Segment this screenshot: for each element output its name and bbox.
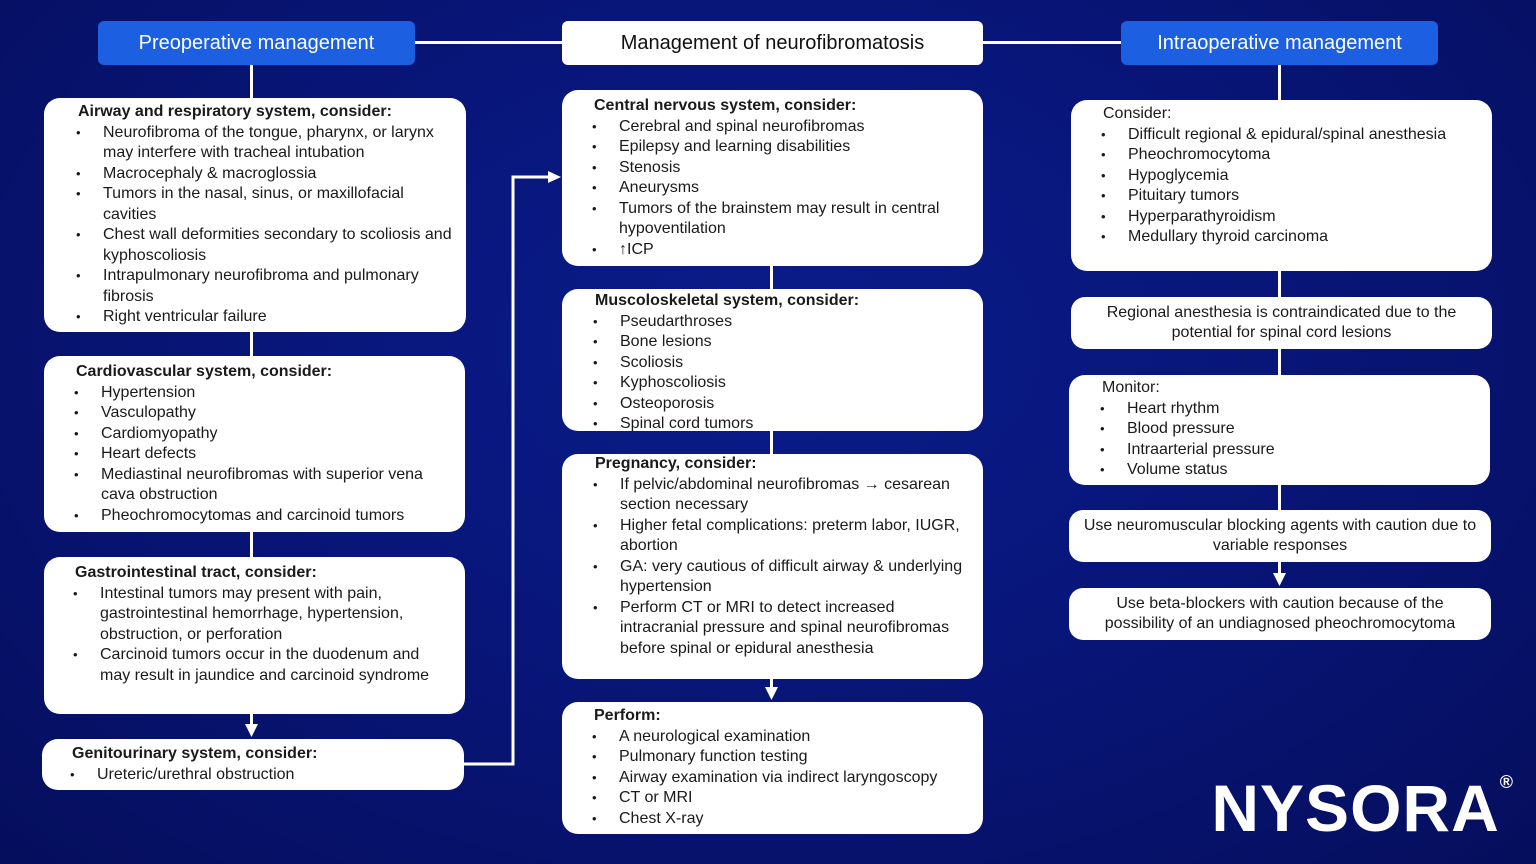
list-item: Right ventricular failure bbox=[76, 307, 454, 328]
list-item: Bone lesions bbox=[593, 332, 971, 353]
box-monitor: Monitor: Heart rhythm Blood pressure Int… bbox=[1069, 375, 1490, 485]
box-title: Cardiovascular system, consider: bbox=[76, 363, 333, 380]
list-item: Blood pressure bbox=[1100, 419, 1478, 440]
list-item: Heart defects bbox=[74, 444, 453, 465]
list-item: Heart rhythm bbox=[1100, 399, 1478, 420]
box-title: Monitor: bbox=[1102, 379, 1160, 396]
box-title: Genitourinary system, consider: bbox=[72, 745, 318, 762]
list-item: Pheochromocytomas and carcinoid tumors bbox=[74, 506, 453, 527]
list-item: Perform CT or MRI to detect increased in… bbox=[593, 598, 971, 660]
list-item: Hypertension bbox=[74, 383, 453, 404]
box-intraop-consider: Consider: Difficult regional & epidural/… bbox=[1071, 100, 1492, 271]
header-preoperative: Preoperative management bbox=[98, 21, 415, 65]
list-item: GA: very cautious of difficult airway & … bbox=[593, 557, 971, 598]
list-item: Kyphoscoliosis bbox=[593, 373, 971, 394]
list-item: Higher fetal complications: preterm labo… bbox=[593, 516, 971, 557]
list-item: Chest X-ray bbox=[592, 809, 971, 830]
list-item: Vasculopathy bbox=[74, 403, 453, 424]
list-item: A neurological examination bbox=[592, 727, 971, 748]
list-item: Airway examination via indirect laryngos… bbox=[592, 768, 971, 789]
box-gastrointestinal: Gastrointestinal tract, consider: Intest… bbox=[44, 557, 465, 714]
box-title: Muscoloskeletal system, consider: bbox=[595, 292, 860, 309]
list-item: Spinal cord tumors bbox=[593, 414, 971, 435]
list-item: Epilepsy and learning disabilities bbox=[592, 137, 971, 158]
box-genitourinary: Genitourinary system, consider: Ureteric… bbox=[42, 739, 464, 790]
list-item: Pseudarthroses bbox=[593, 312, 971, 333]
list-item: Carcinoid tumors occur in the duodenum a… bbox=[73, 645, 453, 686]
list-item: Macrocephaly & macroglossia bbox=[76, 164, 454, 185]
arrowhead-to-perform bbox=[765, 687, 778, 700]
list-item: Pheochromocytoma bbox=[1101, 145, 1480, 166]
box-airway-respiratory: Airway and respiratory system, consider:… bbox=[44, 98, 466, 332]
note-neuromuscular-blocking: Use neuromuscular blocking agents with c… bbox=[1069, 510, 1491, 562]
arrowhead-to-genitourinary bbox=[245, 724, 258, 737]
list-item: Tumors in the nasal, sinus, or maxillofa… bbox=[76, 184, 454, 225]
list-item: Cerebral and spinal neurofibromas bbox=[592, 117, 971, 138]
list-item: Tumors of the brainstem may result in ce… bbox=[592, 199, 971, 240]
note-beta-blockers: Use beta-blockers with caution because o… bbox=[1069, 588, 1491, 640]
header-main-title: Management of neurofibromatosis bbox=[562, 21, 983, 65]
list-item: Cardiomyopathy bbox=[74, 424, 453, 445]
box-perform: Perform: A neurological examination Pulm… bbox=[562, 702, 983, 834]
list-item: Hyperparathyroidism bbox=[1101, 207, 1480, 228]
list-item: Difficult regional & epidural/spinal ane… bbox=[1101, 125, 1480, 146]
arrowhead-to-beta-blockers bbox=[1273, 573, 1286, 586]
box-title: Central nervous system, consider: bbox=[594, 97, 857, 114]
list-item: Mediastinal neurofibromas with superior … bbox=[74, 465, 453, 506]
list-item: Intraarterial pressure bbox=[1100, 440, 1478, 461]
list-item: Chest wall deformities secondary to scol… bbox=[76, 225, 454, 266]
list-item: Neurofibroma of the tongue, pharynx, or … bbox=[76, 123, 454, 164]
box-title: Airway and respiratory system, consider: bbox=[78, 103, 392, 120]
connector-header-right bbox=[982, 41, 1122, 44]
list-item: Aneurysms bbox=[592, 178, 971, 199]
list-item: Intrapulmonary neurofibroma and pulmonar… bbox=[76, 266, 454, 307]
nysora-logo: NYSORA® bbox=[1211, 771, 1514, 845]
connector-header-left bbox=[414, 41, 564, 44]
list-item: Pulmonary function testing bbox=[592, 747, 971, 768]
box-title: Consider: bbox=[1103, 105, 1172, 122]
box-cardiovascular: Cardiovascular system, consider: Hyperte… bbox=[44, 356, 465, 532]
box-musculoskeletal: Muscoloskeletal system, consider: Pseuda… bbox=[562, 289, 983, 434]
list-item: Osteoporosis bbox=[593, 394, 971, 415]
list-item: Medullary thyroid carcinoma bbox=[1101, 227, 1480, 248]
box-pregnancy: Pregnancy, consider: If pelvic/abdominal… bbox=[562, 454, 983, 679]
connector-genitourinary-to-cns bbox=[464, 175, 552, 766]
list-item: Ureteric/urethral obstruction bbox=[70, 765, 452, 786]
list-item: If pelvic/abdominal neurofibromas → cesa… bbox=[593, 475, 971, 516]
list-item: CT or MRI bbox=[592, 788, 971, 809]
box-title: Gastrointestinal tract, consider: bbox=[75, 564, 317, 581]
list-item: Hypoglycemia bbox=[1101, 166, 1480, 187]
list-item: Stenosis bbox=[592, 158, 971, 179]
note-regional-anesthesia: Regional anesthesia is contraindicated d… bbox=[1071, 297, 1492, 349]
box-central-nervous-system: Central nervous system, consider: Cerebr… bbox=[562, 90, 983, 266]
list-item: ↑ICP bbox=[592, 240, 971, 261]
box-title: Perform: bbox=[594, 707, 661, 724]
box-title: Pregnancy, consider: bbox=[595, 455, 757, 472]
list-item: Intestinal tumors may present with pain,… bbox=[73, 584, 453, 646]
list-item: Scoliosis bbox=[593, 353, 971, 374]
list-item: Pituitary tumors bbox=[1101, 186, 1480, 207]
list-item: Volume status bbox=[1100, 460, 1478, 481]
arrowhead-to-cns bbox=[548, 171, 561, 183]
header-intraoperative: Intraoperative management bbox=[1121, 21, 1438, 65]
